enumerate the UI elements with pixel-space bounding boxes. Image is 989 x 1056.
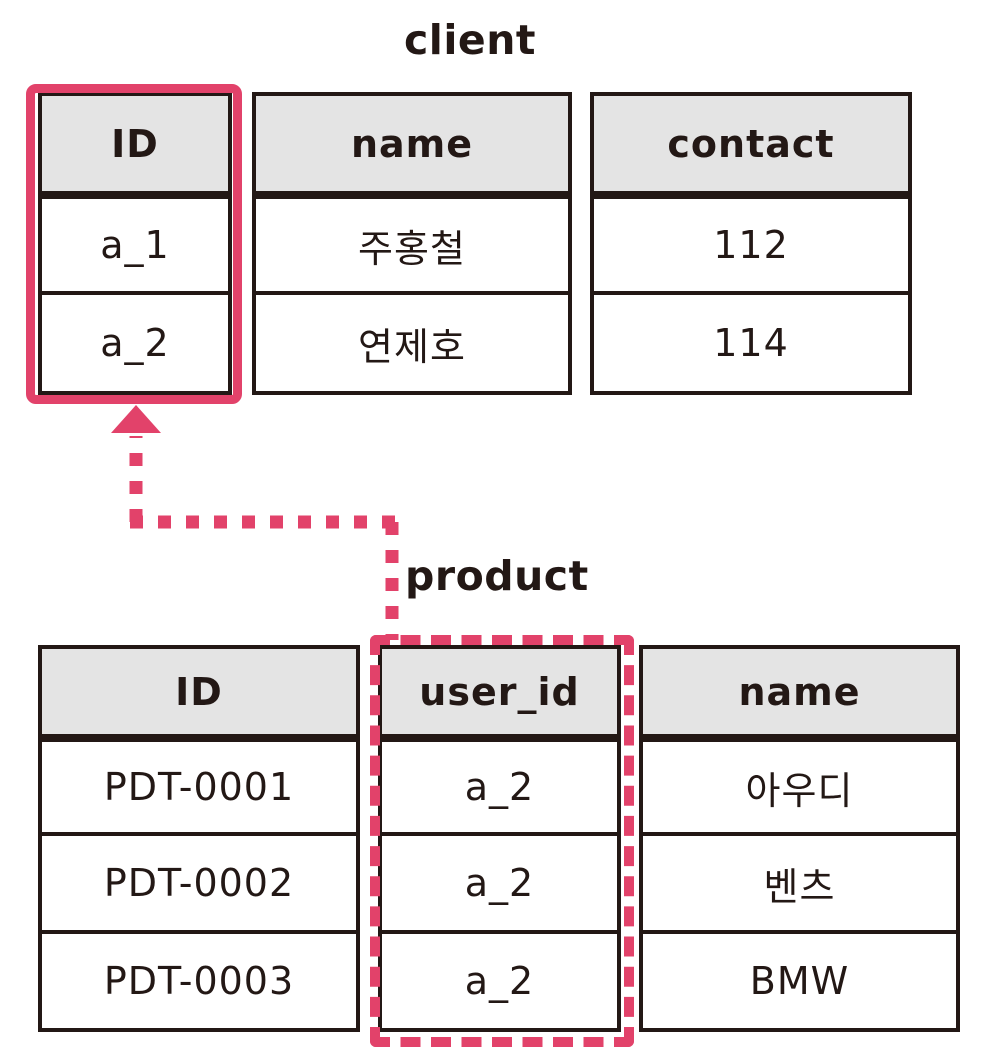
product-header-user-id: user_id [378,645,621,738]
client-column-contact: contact 112 114 [590,92,912,395]
product-header-name: name [639,645,960,738]
client-cell-name-row2: 연제호 [252,295,572,395]
client-table: ID a_1 a_2 name 주홍철 연제호 contact 112 114 [38,92,912,395]
client-header-contact: contact [590,92,912,195]
product-column-id: ID PDT-0001 PDT-0002 PDT-0003 [38,645,360,1032]
product-cell-user-id-row1: a_2 [378,738,621,836]
client-cell-id-row1: a_1 [38,195,232,295]
product-table-title: product [405,552,589,600]
product-header-id: ID [38,645,360,738]
client-header-name: name [252,92,572,195]
product-table: ID PDT-0001 PDT-0002 PDT-0003 user_id a_… [38,645,960,1032]
client-cell-contact-row1: 112 [590,195,912,295]
client-header-id: ID [38,92,232,195]
client-table-title: client [403,16,536,64]
product-cell-id-row1: PDT-0001 [38,738,360,836]
product-cell-id-row3: PDT-0003 [38,934,360,1032]
client-column-name: name 주홍철 연제호 [252,92,572,395]
product-column-name: name 아우디 벤츠 BMW [639,645,960,1032]
client-cell-name-row1: 주홍철 [252,195,572,295]
client-column-id: ID a_1 a_2 [38,92,232,395]
product-cell-name-row1: 아우디 [639,738,960,836]
connector-arrowhead-icon [111,405,161,433]
product-cell-name-row2: 벤츠 [639,836,960,934]
product-cell-name-row3: BMW [639,934,960,1032]
client-cell-id-row2: a_2 [38,295,232,395]
product-cell-user-id-row2: a_2 [378,836,621,934]
product-cell-user-id-row3: a_2 [378,934,621,1032]
product-column-user-id: user_id a_2 a_2 a_2 [378,645,621,1032]
product-cell-id-row2: PDT-0002 [38,836,360,934]
client-cell-contact-row2: 114 [590,295,912,395]
